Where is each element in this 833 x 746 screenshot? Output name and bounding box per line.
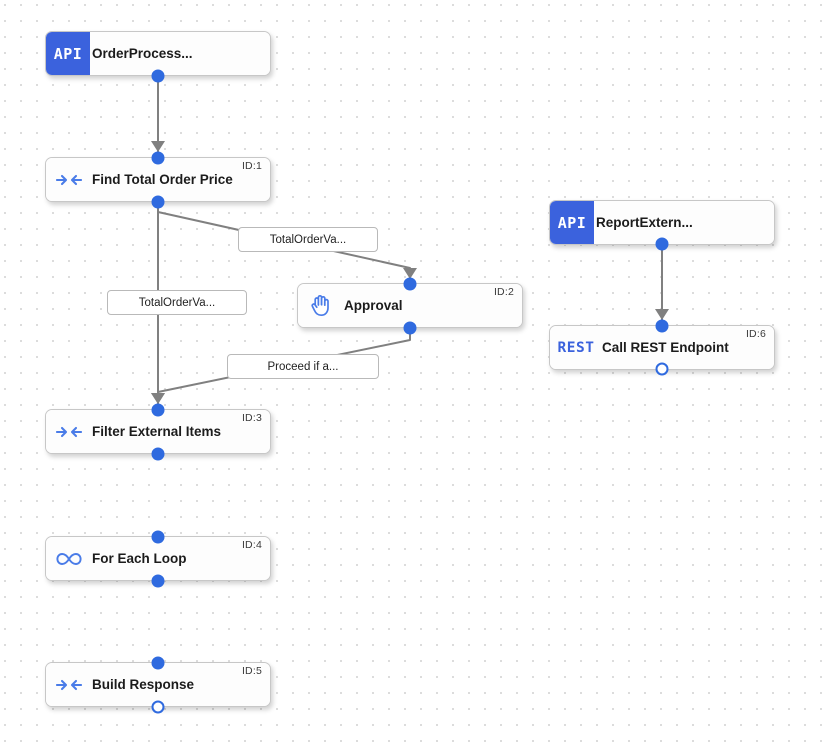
node-title: ReportExtern... (596, 215, 693, 230)
edge-arrowhead (151, 141, 165, 152)
port-in-build-response[interactable] (151, 656, 165, 670)
node-id-label: ID:2 (493, 286, 514, 298)
port-out-report-extern[interactable] (655, 237, 669, 251)
edge-arrowhead (151, 393, 165, 404)
edge-arrowhead (655, 309, 669, 320)
node-title: Build Response (92, 677, 195, 692)
node-body: For Each Loop ID:4 (46, 537, 270, 580)
node-title: Find Total Order Price (92, 172, 233, 187)
node-title: Call REST Endpoint (602, 340, 729, 355)
port-in-call-rest-endpoint[interactable] (655, 319, 669, 333)
node-filter-external-items[interactable]: Filter External Items ID:3 (45, 409, 271, 454)
port-out-for-each-loop[interactable] (151, 574, 165, 588)
api-badge-icon: API (46, 32, 90, 75)
api-badge-icon: API (550, 201, 594, 244)
hand-palm-icon (298, 294, 344, 318)
transform-arrows-icon (46, 423, 92, 441)
node-id-label: ID:6 (745, 328, 766, 340)
port-out-build-response[interactable] (151, 700, 165, 714)
node-call-rest-endpoint[interactable]: REST Call REST Endpoint ID:6 (549, 325, 775, 370)
port-out-order-process[interactable] (151, 69, 165, 83)
port-out-approval[interactable] (403, 321, 417, 335)
edge-label[interactable]: TotalOrderVa... (238, 227, 378, 252)
node-id-label: ID:3 (241, 412, 262, 424)
port-in-approval[interactable] (403, 277, 417, 291)
rest-badge-icon: REST (557, 339, 595, 356)
edge-label[interactable]: Proceed if a... (227, 354, 379, 379)
port-in-find-total-order-price[interactable] (151, 151, 165, 165)
port-out-call-rest-endpoint[interactable] (655, 362, 669, 376)
node-body: Approval ID:2 (298, 284, 522, 327)
node-body: Find Total Order Price ID:1 (46, 158, 270, 201)
node-id-label: ID:1 (241, 160, 262, 172)
node-title: For Each Loop (92, 551, 187, 566)
node-id-label: ID:4 (241, 539, 262, 551)
edge-orderprocess-to-find (151, 75, 165, 159)
node-id-label: ID:5 (241, 665, 262, 677)
edge-arrowhead (151, 393, 165, 404)
node-body: Build Response ID:5 (46, 663, 270, 706)
node-title: Filter External Items (92, 424, 222, 439)
port-out-filter-external-items[interactable] (151, 447, 165, 461)
edge-report-to-rest (655, 243, 669, 327)
edge-label[interactable]: TotalOrderVa... (107, 290, 247, 315)
port-out-find-total-order-price[interactable] (151, 195, 165, 209)
transform-arrows-icon (46, 676, 92, 694)
transform-arrows-icon (46, 171, 92, 189)
port-in-for-each-loop[interactable] (151, 530, 165, 544)
infinity-loop-icon (46, 551, 92, 567)
node-body: Filter External Items ID:3 (46, 410, 270, 453)
node-title: OrderProcess... (92, 46, 193, 61)
port-in-filter-external-items[interactable] (151, 403, 165, 417)
node-for-each-loop[interactable]: For Each Loop ID:4 (45, 536, 271, 581)
node-body: REST Call REST Endpoint ID:6 (550, 326, 774, 369)
node-title: Approval (344, 298, 403, 313)
node-approval[interactable]: Approval ID:2 (297, 283, 523, 328)
